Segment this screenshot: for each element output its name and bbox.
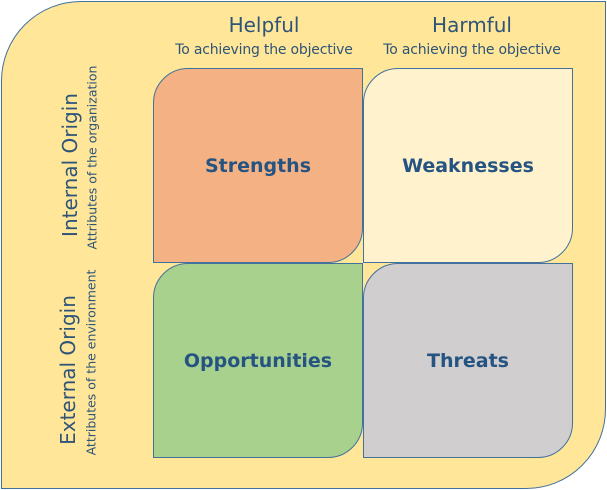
quadrant-strengths: Strengths <box>153 68 363 263</box>
row-subtitle-internal: Attributes of the organization <box>84 65 100 250</box>
quadrant-threats: Threats <box>363 263 573 458</box>
quadrant-opportunities: Opportunities <box>153 263 363 458</box>
row-subtitle-external: Attributes of the environment <box>83 269 99 456</box>
quadrant-label: Threats <box>427 349 509 372</box>
column-title-helpful: Helpful <box>228 13 300 37</box>
column-title-harmful: Harmful <box>432 13 512 37</box>
column-subtitle-helpful: To achieving the objective <box>175 42 353 58</box>
quadrant-weaknesses: Weaknesses <box>363 68 573 263</box>
quadrant-label: Opportunities <box>183 349 333 372</box>
quadrant-label: Weaknesses <box>402 154 534 177</box>
row-title-external: External Origin <box>56 295 80 445</box>
column-subtitle-harmful: To achieving the objective <box>383 42 561 58</box>
row-title-internal: Internal Origin <box>58 93 82 237</box>
quadrant-label: Strengths <box>204 154 312 177</box>
